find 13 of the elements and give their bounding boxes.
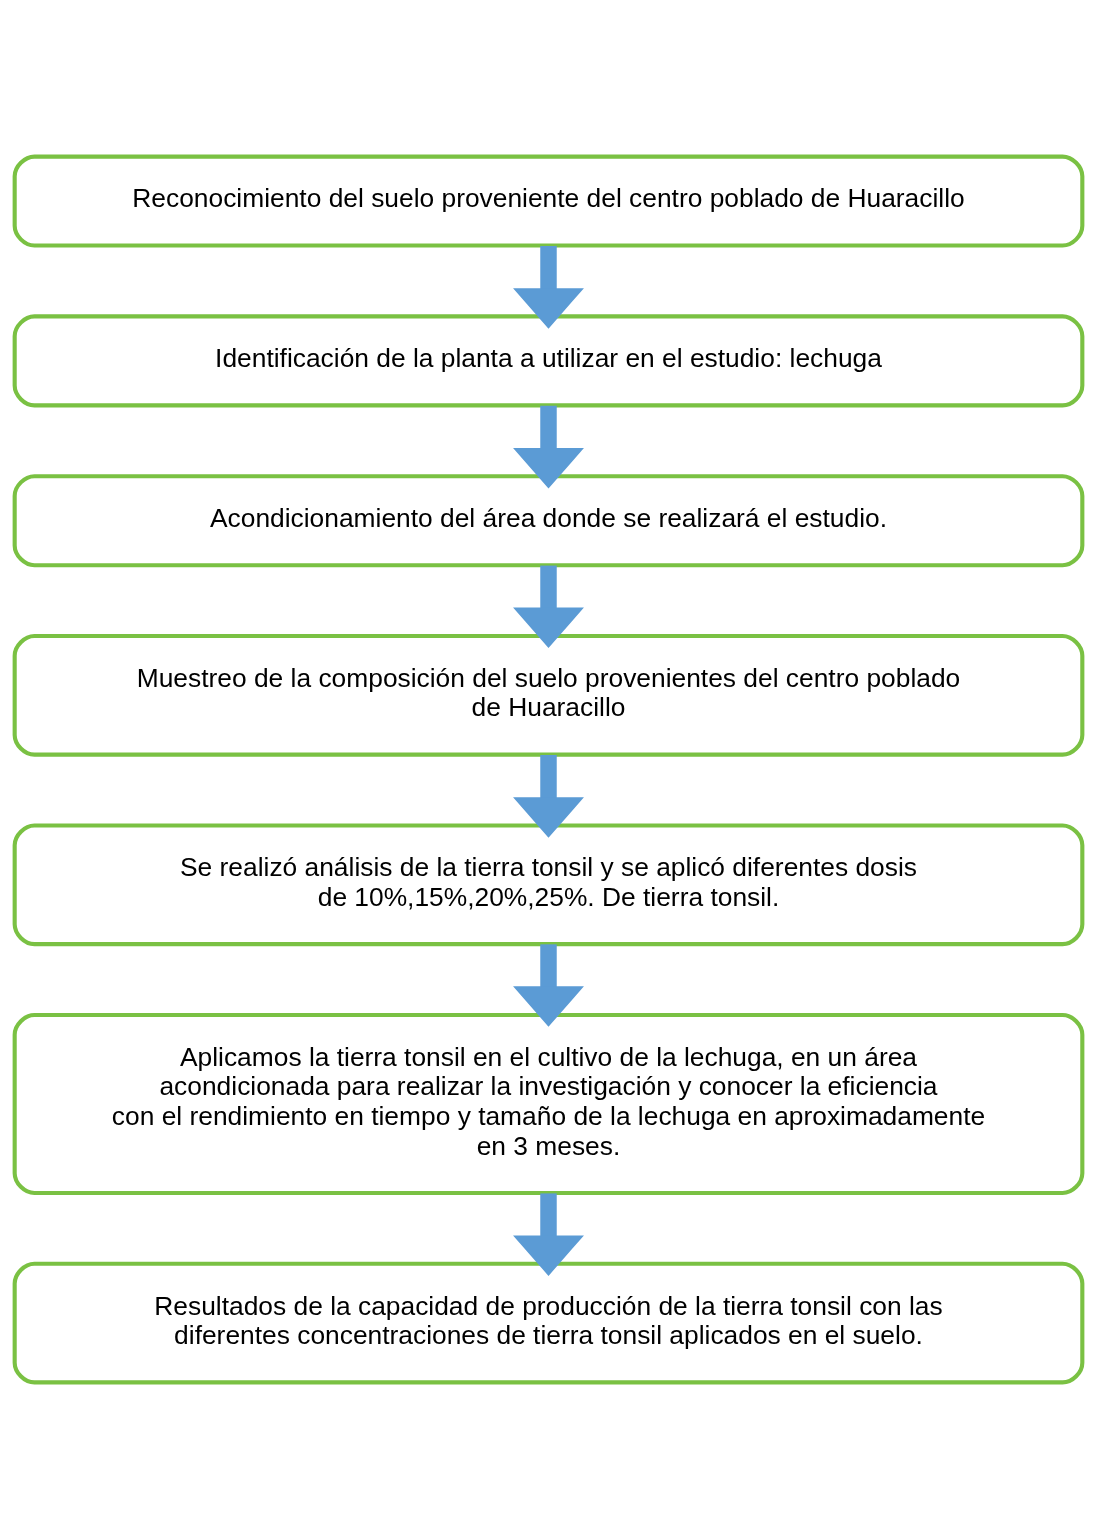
- arrow: [513, 405, 584, 489]
- arrow: [513, 754, 584, 838]
- node-box: Muestreo de la composición del suelo provenientes del centro poblado de Huaracillo: [12, 634, 1085, 757]
- arrow: [513, 565, 584, 649]
- node-box: Acondicionamiento del área donde se realizará el estudio.: [12, 474, 1085, 568]
- arrow: [513, 245, 584, 329]
- node-box: Aplicamos la tierra tonsil en el cultivo de la lechuga, en un área acondicionada para realizar la investigación y conocer la eficiencia con el rendimiento en tiempo y tamaño de la lechuga en aproximadamente en 3 meses.: [12, 1012, 1085, 1195]
- arrow: [513, 1193, 584, 1276]
- arrow: [513, 944, 584, 1027]
- node-box: Resultados de la capacidad de producción de la tierra tonsil con las diferentes concentraciones de tierra tonsil aplicados en el suelo.: [12, 1261, 1085, 1385]
- node-box: Se realizó análisis de la tierra tonsil y se aplicó diferentes dosis de 10%,15%,20%,25%. De tierra tonsil.: [12, 823, 1085, 947]
- node-box: Identificación de la planta a utilizar en el estudio: lechuga: [12, 314, 1085, 408]
- node-box: Reconocimiento del suelo proveniente del centro poblado de Huaracillo: [12, 154, 1085, 248]
